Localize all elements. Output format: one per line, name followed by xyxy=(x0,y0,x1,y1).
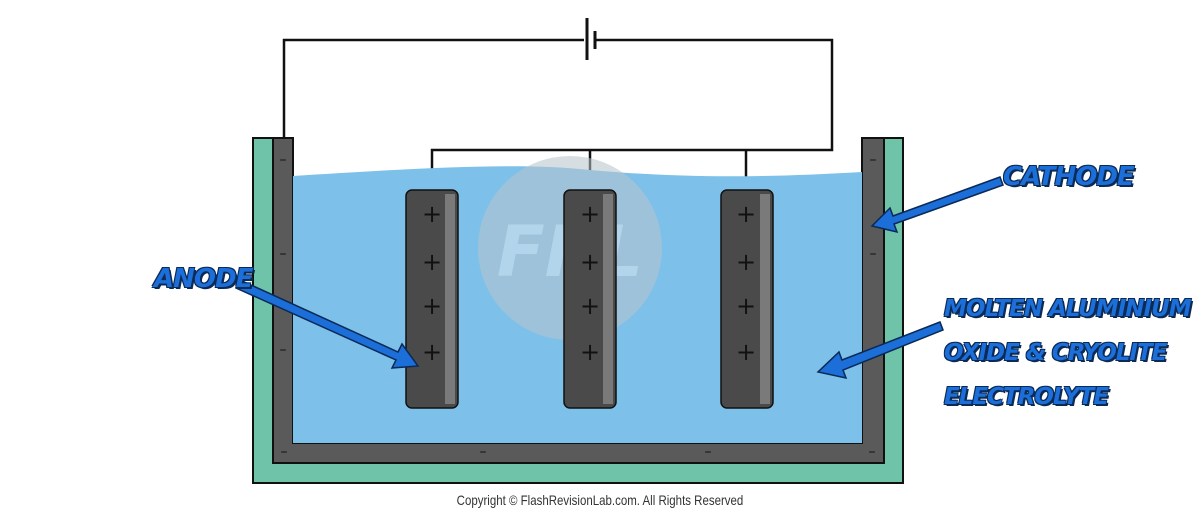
electrolyte-label-line1: MOLTEN ALUMINIUM xyxy=(944,296,1192,322)
battery-icon xyxy=(585,18,597,60)
minus-sign: – xyxy=(870,246,877,262)
minus-sign: – xyxy=(281,444,288,460)
anode-plus-signs: + + + + + + + + + + + + xyxy=(422,200,756,366)
plus-sign: + xyxy=(736,248,756,276)
anode-rod xyxy=(720,189,774,409)
plus-sign: + xyxy=(422,200,442,228)
minus-sign: – xyxy=(870,152,877,168)
plus-sign: + xyxy=(580,248,600,276)
plus-sign: + xyxy=(580,338,600,366)
anode-label: ANODE xyxy=(154,264,253,294)
plus-sign: + xyxy=(422,338,442,366)
anode-arrow xyxy=(234,279,420,369)
plus-sign: + xyxy=(422,292,442,320)
plus-sign: + xyxy=(580,200,600,228)
electrolyte-label-line3: ELECTROLYTE xyxy=(944,384,1109,410)
anodes xyxy=(405,189,774,409)
cathode-label: CATHODE xyxy=(1003,162,1135,192)
plus-sign: + xyxy=(736,292,756,320)
electrolyte-arrow xyxy=(816,321,944,380)
plus-sign: + xyxy=(736,338,756,366)
minus-sign: – xyxy=(280,246,287,262)
minus-sign: – xyxy=(705,444,712,460)
plus-sign: + xyxy=(422,248,442,276)
copyright-notice: Copyright © FlashRevisionLab.com. All Ri… xyxy=(456,492,744,508)
label-arrows xyxy=(234,176,1004,380)
minus-sign: – xyxy=(280,152,287,168)
minus-sign: – xyxy=(480,444,487,460)
minus-sign: – xyxy=(869,444,876,460)
anode-rod xyxy=(405,189,459,409)
plus-sign: + xyxy=(736,200,756,228)
cathode-minus-signs: – – – – – – – – – xyxy=(280,152,877,460)
cathode-arrow xyxy=(870,176,1004,234)
electrolyte-label-line2: OXIDE & CRYOLITE xyxy=(944,340,1167,366)
plus-sign: + xyxy=(580,292,600,320)
minus-sign: – xyxy=(280,342,287,358)
anode-rod xyxy=(563,189,617,409)
